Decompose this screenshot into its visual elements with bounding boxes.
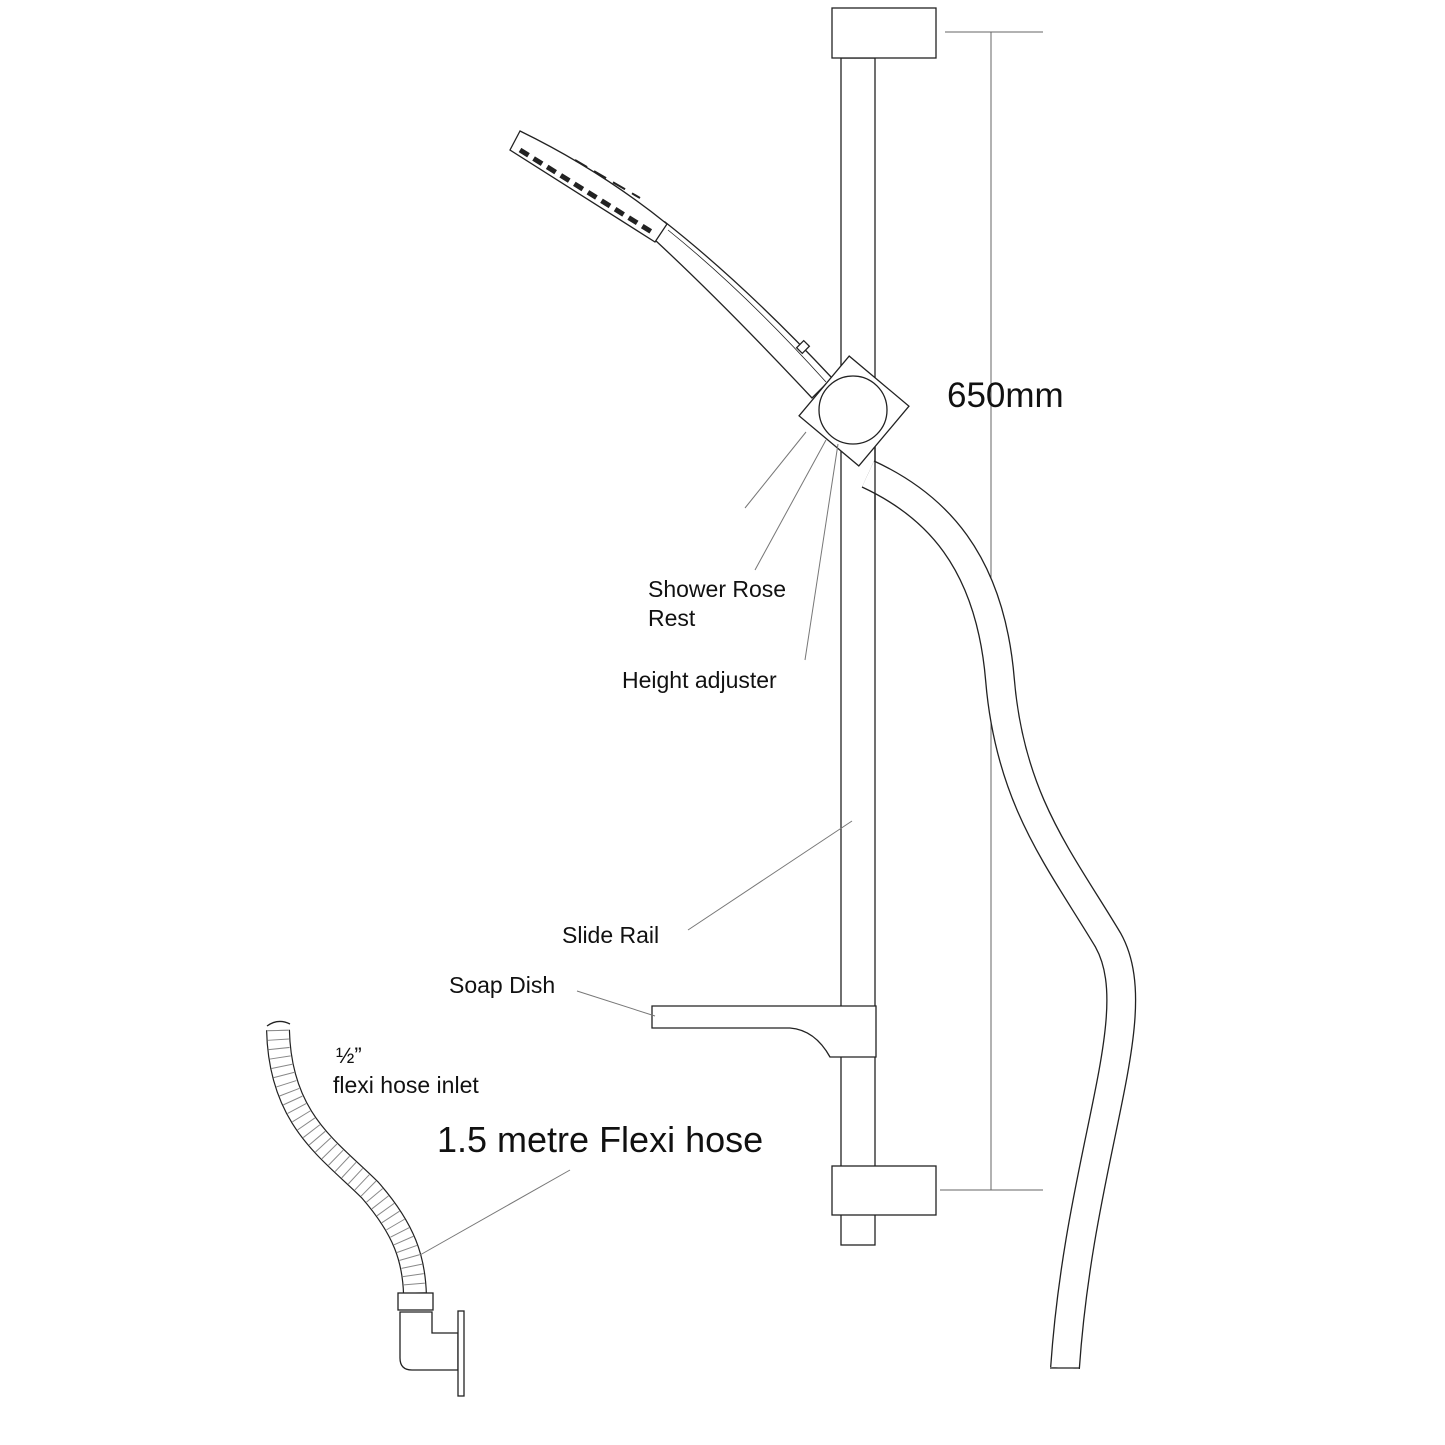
flexi-hose-label: 1.5 metre Flexi hose	[437, 1119, 763, 1160]
shower-hose	[861, 460, 1137, 1370]
height-adjuster	[798, 355, 910, 467]
top-bracket	[831, 7, 937, 59]
shower-rose-rest-label-line2: Rest	[648, 605, 696, 631]
leader-lines	[419, 431, 853, 1256]
dimension-label: 650mm	[947, 376, 1064, 415]
shower-head	[509, 130, 833, 399]
inlet-flexi-hose	[266, 1020, 427, 1296]
inlet-label: flexi hose inlet	[333, 1072, 479, 1098]
soap-dish	[651, 1005, 877, 1058]
soap-dish-label: Soap Dish	[449, 972, 555, 998]
inlet-elbow-fitting	[397, 1292, 465, 1397]
slide-rail	[840, 57, 876, 1246]
inlet-size-label: ½”	[336, 1043, 362, 1068]
slide-rail-label: Slide Rail	[562, 922, 659, 948]
height-adjuster-label: Height adjuster	[622, 667, 777, 693]
shower-rose-rest-label: Shower Rose	[648, 576, 786, 602]
bottom-bracket	[831, 1165, 937, 1216]
